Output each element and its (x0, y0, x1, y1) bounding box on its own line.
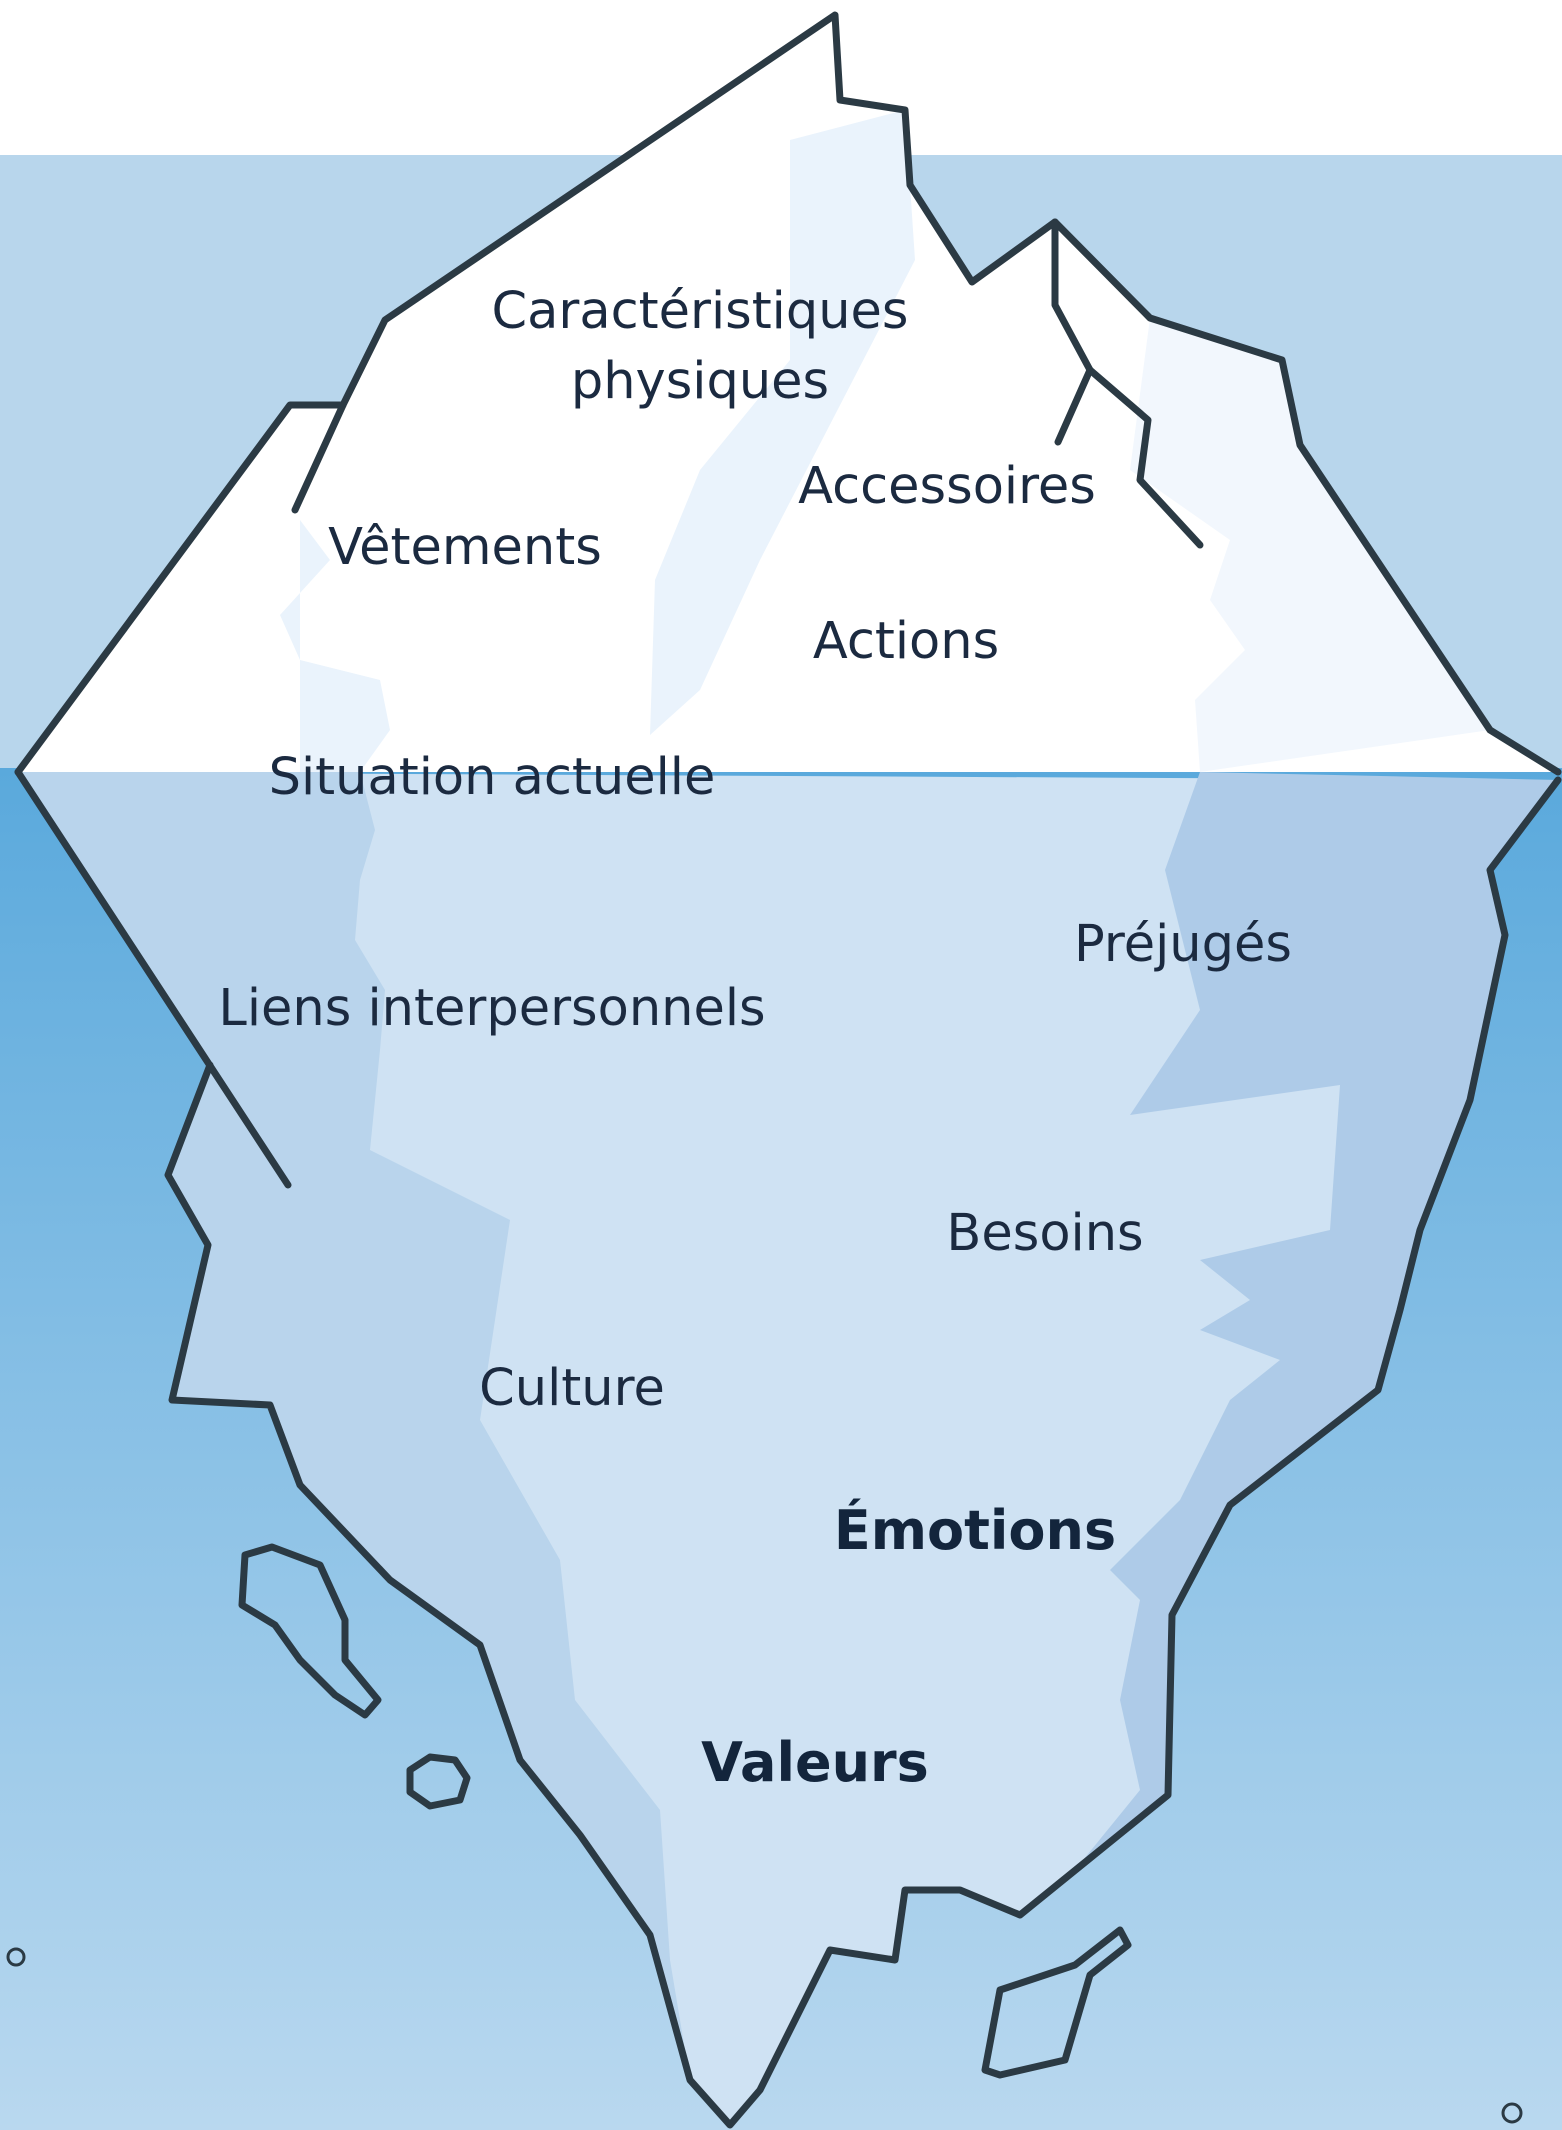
label-prejudices: Préjugés (1074, 915, 1292, 974)
label-needs: Besoins (946, 1204, 1143, 1263)
iceberg-tip-shade-left (280, 520, 390, 772)
label-culture: Culture (479, 1359, 665, 1418)
label-current-situation: Situation actuelle (269, 748, 716, 807)
bubble-left (6, 1947, 26, 1967)
ice-shard-1 (238, 1543, 382, 1719)
iceberg-body-shade-left (18, 772, 690, 2080)
label-clothing: Vêtements (328, 518, 602, 577)
iceberg-tip (18, 15, 1558, 772)
iceberg-outline (14, 11, 1562, 2129)
iceberg-tip-shade (650, 110, 915, 735)
iceberg-tip-outline (14, 11, 1562, 776)
iceberg-crack-upper-left (291, 401, 347, 514)
ice-shard-2 (406, 1753, 471, 1810)
label-physical-traits-line1: Caractéristiques (491, 282, 908, 341)
label-emotions: Émotions (834, 1499, 1116, 1562)
iceberg-body-fill (18, 772, 1558, 2125)
iceberg-body (18, 772, 1558, 2125)
ice-shard-3 (981, 1926, 1132, 2079)
label-accessories: Accessoires (798, 457, 1096, 516)
bubble-right (1501, 2102, 1523, 2124)
label-physical-traits-line2: physiques (571, 352, 829, 411)
iceberg-tip-shade-right (1130, 318, 1490, 772)
iceberg-crack-right (1051, 218, 1204, 549)
label-actions: Actions (813, 612, 999, 671)
iceberg-body-shade-right (1020, 772, 1558, 1915)
iceberg-body-outline (164, 776, 1562, 2129)
label-relationships: Liens interpersonnels (218, 979, 765, 1038)
iceberg-labels: Caractéristiques physiques Accessoires V… (218, 282, 1292, 1794)
ice-shards (6, 1543, 1523, 2124)
iceberg-crack-right-branch (1054, 366, 1094, 446)
label-values: Valeurs (701, 1731, 929, 1794)
iceberg-crack-left (14, 768, 292, 1189)
